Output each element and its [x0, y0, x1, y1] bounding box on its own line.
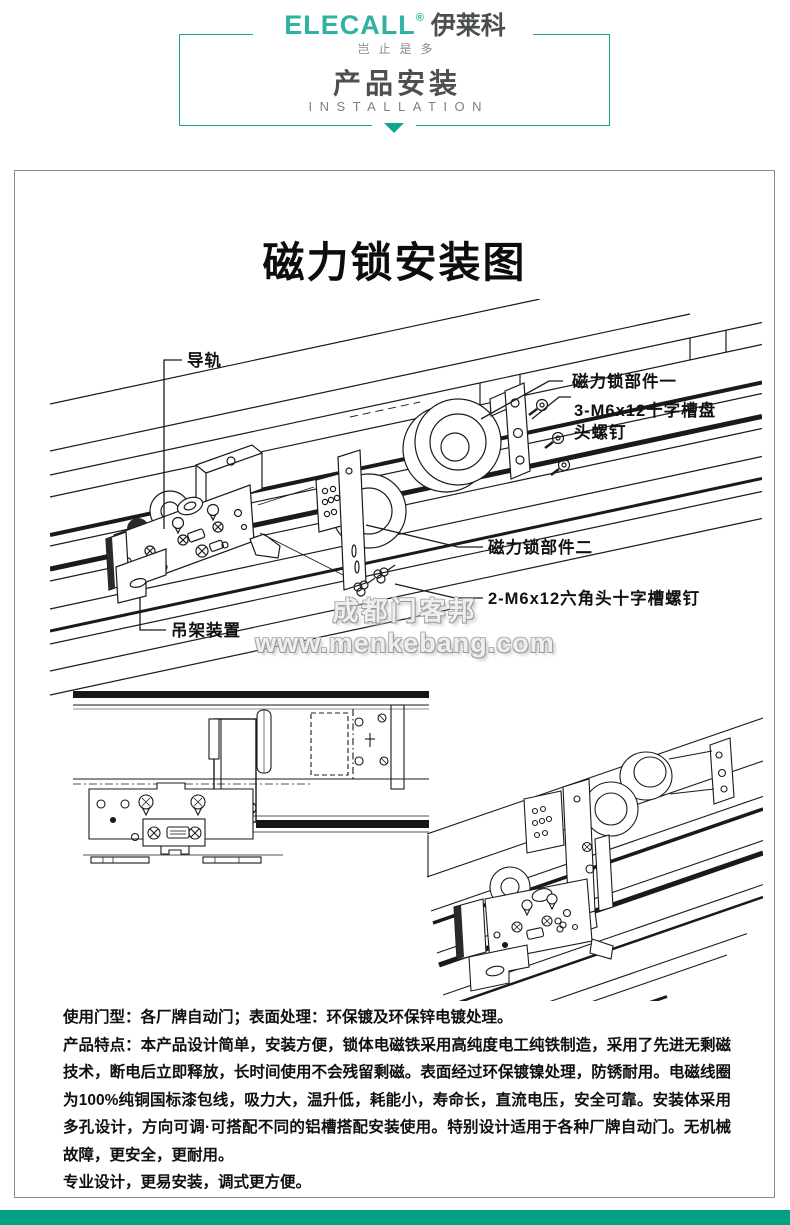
watermark: 成都门客邦 www.menkebang.com	[245, 591, 565, 659]
detail-view-assembled	[427, 717, 763, 1001]
label-part2: 磁力锁部件二	[488, 537, 593, 557]
label-screws2: 2-M6x12六角头十字槽螺钉	[488, 588, 700, 608]
label-part1: 磁力锁部件一	[572, 371, 677, 391]
section-title: 产品安装	[332, 68, 461, 99]
label-hanger: 吊架装置	[171, 620, 241, 640]
description-features: 产品特点：本产品设计简单，安装方便，锁体电磁铁采用高纯度电工纯铁制造，采用了先进…	[63, 1036, 731, 1164]
watermark-line1: 成都门客邦	[332, 596, 478, 626]
lock-part1-drawing	[402, 382, 571, 493]
detail-view-front	[73, 691, 429, 864]
page-header: ELECALL® 伊莱科 岂止是多 产品安装 INSTALLATION	[0, 0, 790, 170]
registered-mark-icon: ®	[415, 12, 424, 24]
main-exploded-diagram: 导轨 磁力锁部件一 3-M6x12十字槽盘 头螺钉 磁力锁部件二 2-M6x12…	[50, 299, 762, 696]
section-subtitle: INSTALLATION	[308, 99, 490, 114]
leader-lines	[139, 359, 571, 631]
description-usage: 使用门型：各厂牌自动门；表面处理：环保镀及环保锌电镀处理。	[63, 1009, 513, 1026]
label-screws1-line1: 3-M6x12十字槽盘	[574, 400, 716, 420]
carriage-screws	[144, 521, 224, 572]
brand-tagline: 岂止是多	[357, 42, 442, 56]
lock-part2-drawing	[315, 449, 407, 597]
brand-logo: ELECALL	[284, 10, 416, 40]
installation-diagram-panel: 磁力锁安装图	[14, 170, 775, 1198]
product-description: 使用门型：各厂牌自动门；表面处理：环保镀及环保锌电镀处理。 产品特点：本产品设计…	[63, 1004, 731, 1197]
hanger-carriage-drawing	[105, 444, 356, 604]
down-triangle-icon	[384, 123, 404, 133]
brand-name-cn: 伊莱科	[430, 12, 506, 40]
description-closing: 专业设计，更易安装，调式更方便。	[63, 1174, 312, 1191]
header-frame-gap-top	[253, 31, 533, 38]
watermark-line2: www.menkebang.com	[255, 628, 555, 658]
label-screws1-line2: 头螺钉	[574, 422, 627, 442]
footer-teal-bar	[0, 1210, 790, 1225]
diagram-title: 磁力锁安装图	[262, 239, 527, 286]
label-rail: 导轨	[187, 350, 222, 370]
brand-row: ELECALL® 伊莱科	[0, 6, 790, 42]
part2-screws	[353, 564, 396, 597]
